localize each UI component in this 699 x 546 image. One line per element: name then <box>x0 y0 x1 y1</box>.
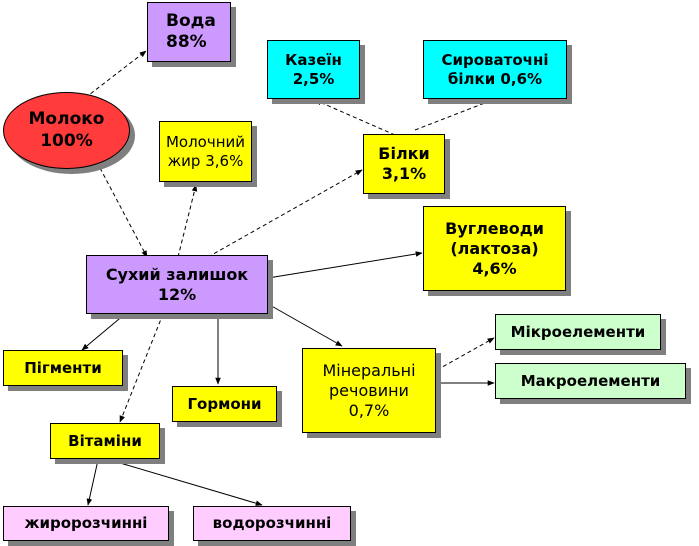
node-moloko: Молоко 100% <box>3 92 130 169</box>
node-vuhlevody: Вуглеводи (лактоза) 4,6% <box>423 206 566 291</box>
node-hormony-label: Гормони <box>187 394 262 413</box>
node-zhyrorozchynni: жиророзчинні <box>3 506 169 541</box>
arrow-bilky-kazein <box>314 99 396 136</box>
node-molochnyi-zhyr: Молочний жир 3,6% <box>159 121 252 182</box>
node-mikroelementy: Мікроелементи <box>495 314 661 350</box>
node-syrovatochni-label: Сироваточні білки 0,6% <box>441 50 549 88</box>
node-vodorozchynni: водорозчинні <box>193 506 351 541</box>
node-mineralni-label: Мінеральні речовини 0,7% <box>322 360 416 420</box>
node-syrovatochni: Сироваточні білки 0,6% <box>423 40 567 99</box>
node-moloko-label: Молоко 100% <box>28 109 105 151</box>
node-sukhyi-zalyshok-label: Сухий залишок 12% <box>105 264 249 304</box>
arrow-sukhyi-zalyshok-zhyr <box>177 184 198 258</box>
node-kazein: Казеїн 2,5% <box>267 40 360 99</box>
arrow-sukhyi-zalyshok-mineralni <box>267 303 343 347</box>
node-voda-label: Вода 88% <box>166 10 216 52</box>
node-voda: Вода 88% <box>147 2 231 62</box>
arrow-vitaminy-zhyrorozchynni <box>86 459 99 506</box>
node-makroelementy: Макроелементи <box>495 363 686 399</box>
node-makroelementy-label: Макроелементи <box>520 371 661 390</box>
arrow-moloko-voda <box>84 50 147 99</box>
node-vuhlevody-label: Вуглеводи (лактоза) 4,6% <box>445 218 544 278</box>
arrow-sukhyi-zalyshok-pihmenty <box>81 313 126 351</box>
node-molochnyi-zhyr-label: Молочний жир 3,6% <box>165 132 246 170</box>
node-vitaminy-label: Вітаміни <box>68 431 142 450</box>
node-bilky-label: Білки 3,1% <box>378 144 430 183</box>
arrow-vitaminy-vodorozchynni <box>109 459 263 506</box>
arrow-bilky-syrovatochni <box>414 98 496 131</box>
arrow-moloko-sukhyi-zalyshok <box>99 167 148 258</box>
arrow-sukhyi-zalyshok-vuhlevody <box>267 251 423 279</box>
node-vodorozchynni-label: водорозчинні <box>212 514 332 533</box>
arrow-sukhyi-zalyshok-bilky <box>207 169 363 258</box>
node-vitaminy: Вітаміни <box>50 423 160 459</box>
arrow-mineralni-mikroelementy <box>436 337 495 371</box>
node-kazein-label: Казеїн 2,5% <box>285 50 342 88</box>
node-hormony: Гормони <box>172 386 277 422</box>
node-pihmenty: Пігменти <box>3 350 123 386</box>
node-mikroelementy-label: Мікроелементи <box>510 322 646 341</box>
node-zhyrorozchynni-label: жиророзчинні <box>24 514 148 533</box>
node-pihmenty-label: Пігменти <box>24 358 102 377</box>
arrow-sukhyi-zalyshok-vitaminy <box>119 313 164 423</box>
node-sukhyi-zalyshok: Сухий залишок 12% <box>86 255 268 314</box>
node-mineralni: Мінеральні речовини 0,7% <box>302 348 436 433</box>
node-bilky: Білки 3,1% <box>363 134 445 194</box>
